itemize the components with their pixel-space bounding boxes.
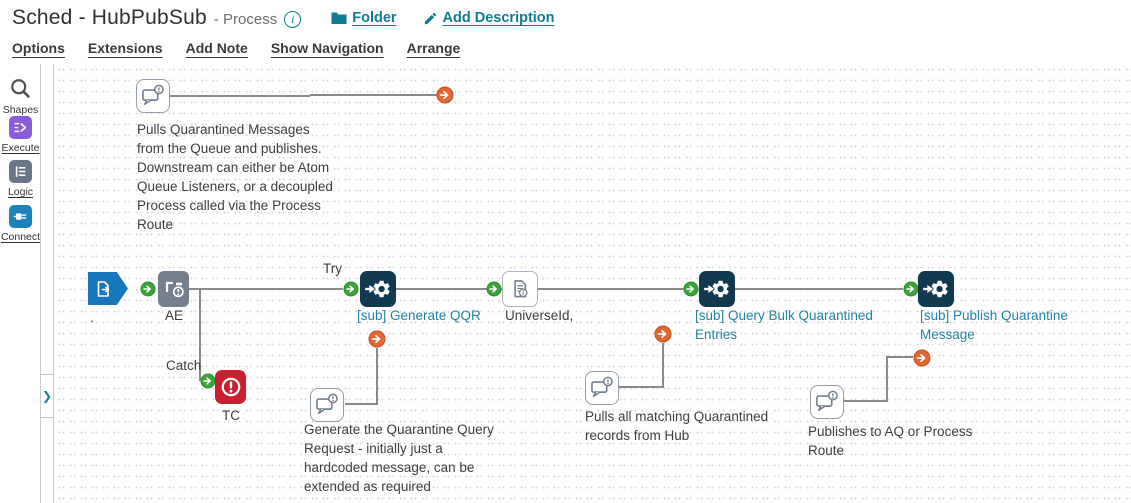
menu-item-show-navigation[interactable]: Show Navigation bbox=[270, 40, 384, 56]
add-description-link-label: Add Description bbox=[442, 10, 555, 26]
toolbar-item-shapes-label: Shapes bbox=[2, 104, 39, 116]
message-shape[interactable] bbox=[502, 271, 538, 307]
connector-line bbox=[886, 356, 913, 358]
menu-item-extensions[interactable]: Extensions bbox=[87, 40, 163, 56]
start-document-icon bbox=[97, 280, 110, 297]
start-shape-label: . bbox=[90, 310, 94, 325]
top-bar: Sched - HubPubSub - Process i Folder Add… bbox=[0, 0, 1131, 64]
connection-point-green-icon[interactable] bbox=[343, 281, 359, 302]
connector-line bbox=[735, 288, 903, 290]
toolbar-item-execute[interactable]: Execute bbox=[0, 116, 41, 154]
connection-point-green-icon[interactable] bbox=[683, 281, 699, 302]
exception-icon bbox=[221, 377, 240, 397]
folder-link[interactable]: Folder bbox=[331, 10, 397, 26]
note-icon bbox=[816, 390, 838, 412]
subprocess-query-bulk-shape[interactable] bbox=[699, 271, 735, 307]
title-row: Sched - HubPubSub - Process i Folder Add… bbox=[12, 6, 555, 30]
connector-line bbox=[376, 348, 378, 405]
toolbar-item-connect[interactable]: Connect bbox=[0, 205, 41, 243]
connector-line bbox=[396, 288, 541, 290]
exception-shape[interactable] bbox=[215, 370, 246, 404]
connector-line bbox=[662, 343, 664, 388]
subprocess-icon bbox=[923, 280, 948, 298]
connector-line bbox=[170, 95, 310, 97]
note-shape-publishes[interactable] bbox=[810, 385, 844, 419]
subprocess-icon bbox=[365, 280, 390, 298]
toolbar-item-shapes[interactable]: Shapes bbox=[0, 76, 41, 116]
execute-icon bbox=[9, 116, 32, 139]
connector-line bbox=[345, 403, 378, 405]
page-title: Sched - HubPubSub bbox=[12, 6, 207, 29]
toolbar-item-logic-label: Logic bbox=[7, 186, 34, 198]
connection-point-green-icon[interactable] bbox=[903, 281, 919, 302]
note-shape-queue[interactable] bbox=[136, 79, 170, 113]
shape-palette-toolbar: Shapes Execute Logic Connect bbox=[0, 64, 41, 503]
subprocess-generate-qqr-shape[interactable] bbox=[360, 271, 396, 307]
connector-line bbox=[619, 386, 663, 388]
note-shape-pulls[interactable] bbox=[585, 371, 619, 405]
toolbar-item-connect-label: Connect bbox=[0, 231, 41, 243]
process-canvas[interactable]: Pulls Quarantined Messages from the Queu… bbox=[54, 64, 1131, 503]
subprocess-publish-shape[interactable] bbox=[918, 271, 954, 307]
start-shape[interactable] bbox=[88, 272, 128, 305]
connector-line bbox=[886, 357, 888, 402]
exception-shape-label: TC bbox=[222, 408, 240, 423]
connection-point-green-icon[interactable] bbox=[486, 281, 502, 302]
note-icon bbox=[142, 84, 164, 106]
try-branch-label: Try bbox=[323, 261, 342, 276]
add-description-link[interactable]: Add Description bbox=[423, 10, 555, 26]
note-anchor-orange-icon[interactable] bbox=[436, 86, 454, 109]
folder-link-label: Folder bbox=[352, 10, 397, 26]
chevron-right-icon: ❯ bbox=[41, 389, 53, 403]
note-icon bbox=[316, 393, 338, 415]
try-catch-icon bbox=[165, 281, 184, 298]
connection-point-green-icon[interactable] bbox=[200, 373, 216, 394]
connect-icon bbox=[9, 205, 32, 228]
folder-icon bbox=[331, 12, 347, 24]
panel-collapse-strip: ❯ bbox=[41, 64, 54, 503]
search-icon bbox=[11, 79, 30, 98]
logic-icon bbox=[9, 160, 32, 183]
note-anchor-orange-icon[interactable] bbox=[913, 349, 931, 372]
info-icon[interactable]: i bbox=[284, 10, 302, 28]
connector-line bbox=[310, 94, 438, 96]
note-text-generate: Generate the Quarantine Query Request - … bbox=[304, 422, 494, 494]
connector-line bbox=[189, 288, 343, 290]
connection-point-green-icon[interactable] bbox=[140, 281, 156, 302]
note-anchor-orange-icon[interactable] bbox=[368, 330, 386, 353]
process-type-label: - Process bbox=[213, 11, 278, 28]
connector-line-catch-branch bbox=[199, 289, 201, 381]
menu-item-arrange[interactable]: Arrange bbox=[406, 40, 461, 56]
toolbar-item-execute-label: Execute bbox=[1, 142, 40, 154]
subprocess-query-bulk-label: [sub] Query Bulk Quarantined Entries bbox=[695, 308, 873, 342]
toolbar-item-logic[interactable]: Logic bbox=[0, 160, 41, 198]
note-text-pulls: Pulls all matching Quarantined records f… bbox=[585, 409, 769, 443]
try-catch-shape-label: AE bbox=[164, 308, 183, 323]
menu-item-add-note[interactable]: Add Note bbox=[185, 40, 248, 56]
note-text-publishes: Publishes to AQ or Process Route bbox=[808, 424, 973, 458]
connector-line bbox=[538, 288, 684, 290]
panel-collapse-handle[interactable]: ❯ bbox=[41, 374, 53, 418]
note-text-queue: Pulls Quarantined Messages from the Queu… bbox=[137, 122, 333, 232]
catch-branch-label: Catch bbox=[166, 358, 202, 373]
note-shape-generate[interactable] bbox=[310, 388, 344, 422]
note-anchor-orange-icon[interactable] bbox=[654, 325, 672, 348]
subprocess-publish-label: [sub] Publish Quarantine Message bbox=[920, 308, 1068, 342]
menu-item-options[interactable]: Options bbox=[12, 40, 65, 56]
pencil-icon bbox=[424, 12, 436, 24]
subprocess-generate-qqr-label: [sub] Generate QQR bbox=[357, 308, 481, 323]
connector-line bbox=[844, 400, 888, 402]
try-catch-shape[interactable] bbox=[158, 271, 189, 307]
menu-bar: Options Extensions Add Note Show Navigat… bbox=[12, 40, 460, 56]
subprocess-icon bbox=[704, 280, 729, 298]
message-shape-label: UniverseId, bbox=[505, 308, 574, 323]
note-icon bbox=[591, 376, 613, 398]
message-document-icon bbox=[514, 280, 528, 298]
